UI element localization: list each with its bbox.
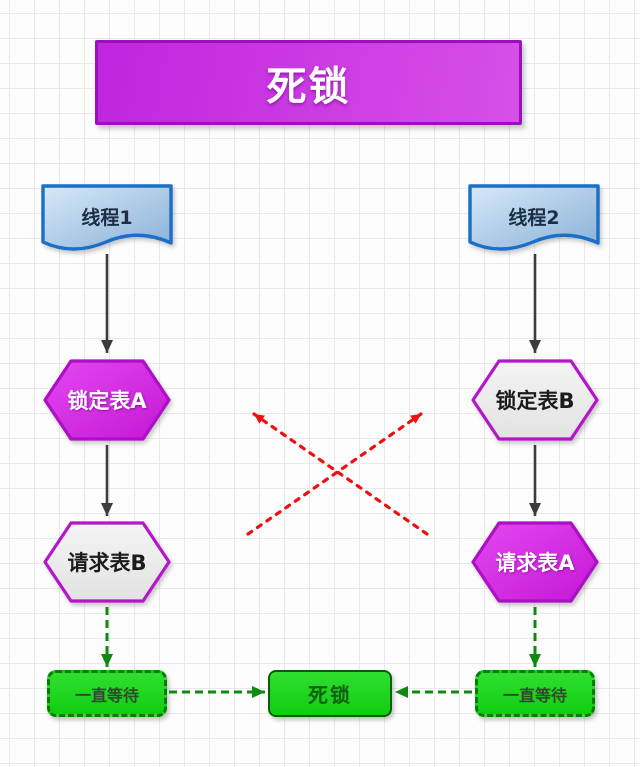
node-lock-table-a-label: 锁定表A <box>67 389 147 413</box>
node-lock-table-b: 锁定表B <box>470 357 600 443</box>
title-banner: 死锁 <box>95 40 522 125</box>
document-shape-icon <box>41 184 173 251</box>
node-thread1-label: 线程1 <box>81 206 133 229</box>
hexagon-shape-icon <box>43 521 171 603</box>
node-wait-forever-left: 一直等待 <box>47 670 167 717</box>
node-wait-forever-left-label: 一直等待 <box>74 685 139 705</box>
hexagon-shape-icon <box>43 359 171 441</box>
node-deadlock: 死锁 <box>268 670 392 717</box>
document-shape-icon <box>468 184 600 251</box>
edge-request-a-to-lock-a-cross <box>252 412 429 536</box>
node-lock-table-a: 锁定表A <box>42 357 172 443</box>
node-request-table-b: 请求表B <box>42 519 172 605</box>
node-request-table-b-label: 请求表B <box>67 551 147 575</box>
node-thread2-label: 线程2 <box>508 206 560 229</box>
node-thread1: 线程1 <box>40 183 174 265</box>
node-request-table-a: 请求表A <box>470 519 600 605</box>
node-deadlock-label: 死锁 <box>308 683 352 707</box>
hexagon-shape-icon <box>471 521 599 603</box>
node-wait-forever-right: 一直等待 <box>475 670 595 717</box>
node-thread2: 线程2 <box>467 183 601 265</box>
diagram-title: 死锁 <box>266 63 351 110</box>
node-wait-forever-right-label: 一直等待 <box>502 685 567 705</box>
node-lock-table-b-label: 锁定表B <box>495 389 575 413</box>
edge-request-b-to-lock-b-cross <box>246 412 423 536</box>
node-request-table-a-label: 请求表A <box>495 551 575 575</box>
hexagon-shape-icon <box>471 359 599 441</box>
